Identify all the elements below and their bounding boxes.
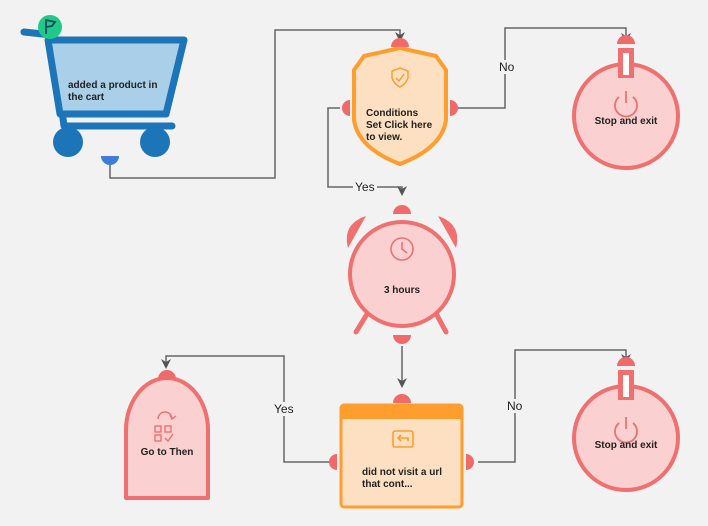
clock-icon: [390, 237, 414, 261]
stop-top-input-port[interactable]: [617, 35, 635, 44]
condition2-node[interactable]: [329, 394, 474, 509]
power-icon: [614, 417, 638, 444]
edge-label-condition-no: No: [497, 60, 517, 74]
condition-input-port[interactable]: [391, 38, 409, 47]
stop-node-top[interactable]: [572, 35, 680, 170]
timer-label: 3 hours: [383, 285, 421, 296]
condition2-label[interactable]: did not visit a url that cont...: [362, 467, 443, 490]
edge-condition2-yes-to-goto: [161, 355, 330, 463]
check-shield-icon: [391, 67, 409, 88]
condition2-input-port[interactable]: [393, 394, 411, 403]
goto-label: Go to Then: [140, 447, 194, 458]
condition-node[interactable]: [342, 38, 458, 166]
goto-input-port[interactable]: [158, 370, 176, 379]
flag-icon: [38, 15, 62, 39]
timer-node[interactable]: [346, 205, 458, 344]
condition2-no-port[interactable]: [466, 454, 474, 470]
edge-label-condition2-no: No: [505, 399, 525, 413]
edge-condition-no-to-stop: [458, 27, 631, 109]
trigger-label: added a product in the cart: [68, 80, 158, 103]
stop-node-bottom[interactable]: [572, 357, 680, 492]
connectors: [109, 27, 631, 463]
edge-condition-yes-to-timer: [327, 107, 407, 196]
condition-yes-port[interactable]: [342, 100, 350, 116]
stop-bottom-label: Stop and exit: [594, 440, 658, 451]
condition-label[interactable]: Conditions Set Click here to view.: [366, 108, 433, 143]
power-icon: [614, 91, 638, 118]
timer-output-port[interactable]: [393, 335, 411, 344]
stop-bottom-input-port[interactable]: [617, 357, 635, 366]
timer-input-port[interactable]: [393, 205, 411, 214]
edge-label-condition-yes: Yes: [353, 180, 377, 194]
goto-node[interactable]: [124, 370, 210, 500]
condition2-yes-port[interactable]: [329, 454, 337, 470]
trigger-output-port[interactable]: [101, 156, 119, 165]
jump-icon: [154, 411, 177, 443]
condition-no-port[interactable]: [450, 100, 458, 116]
edge-trigger-to-condition: [109, 29, 405, 179]
edge-condition2-no-to-stop: [478, 349, 631, 463]
shopping-cart-icon: [20, 28, 188, 157]
stop-top-label: Stop and exit: [594, 116, 658, 127]
undo-icon: [392, 430, 414, 448]
edge-label-condition2-yes: Yes: [272, 402, 296, 416]
trigger-node[interactable]: [20, 15, 188, 165]
